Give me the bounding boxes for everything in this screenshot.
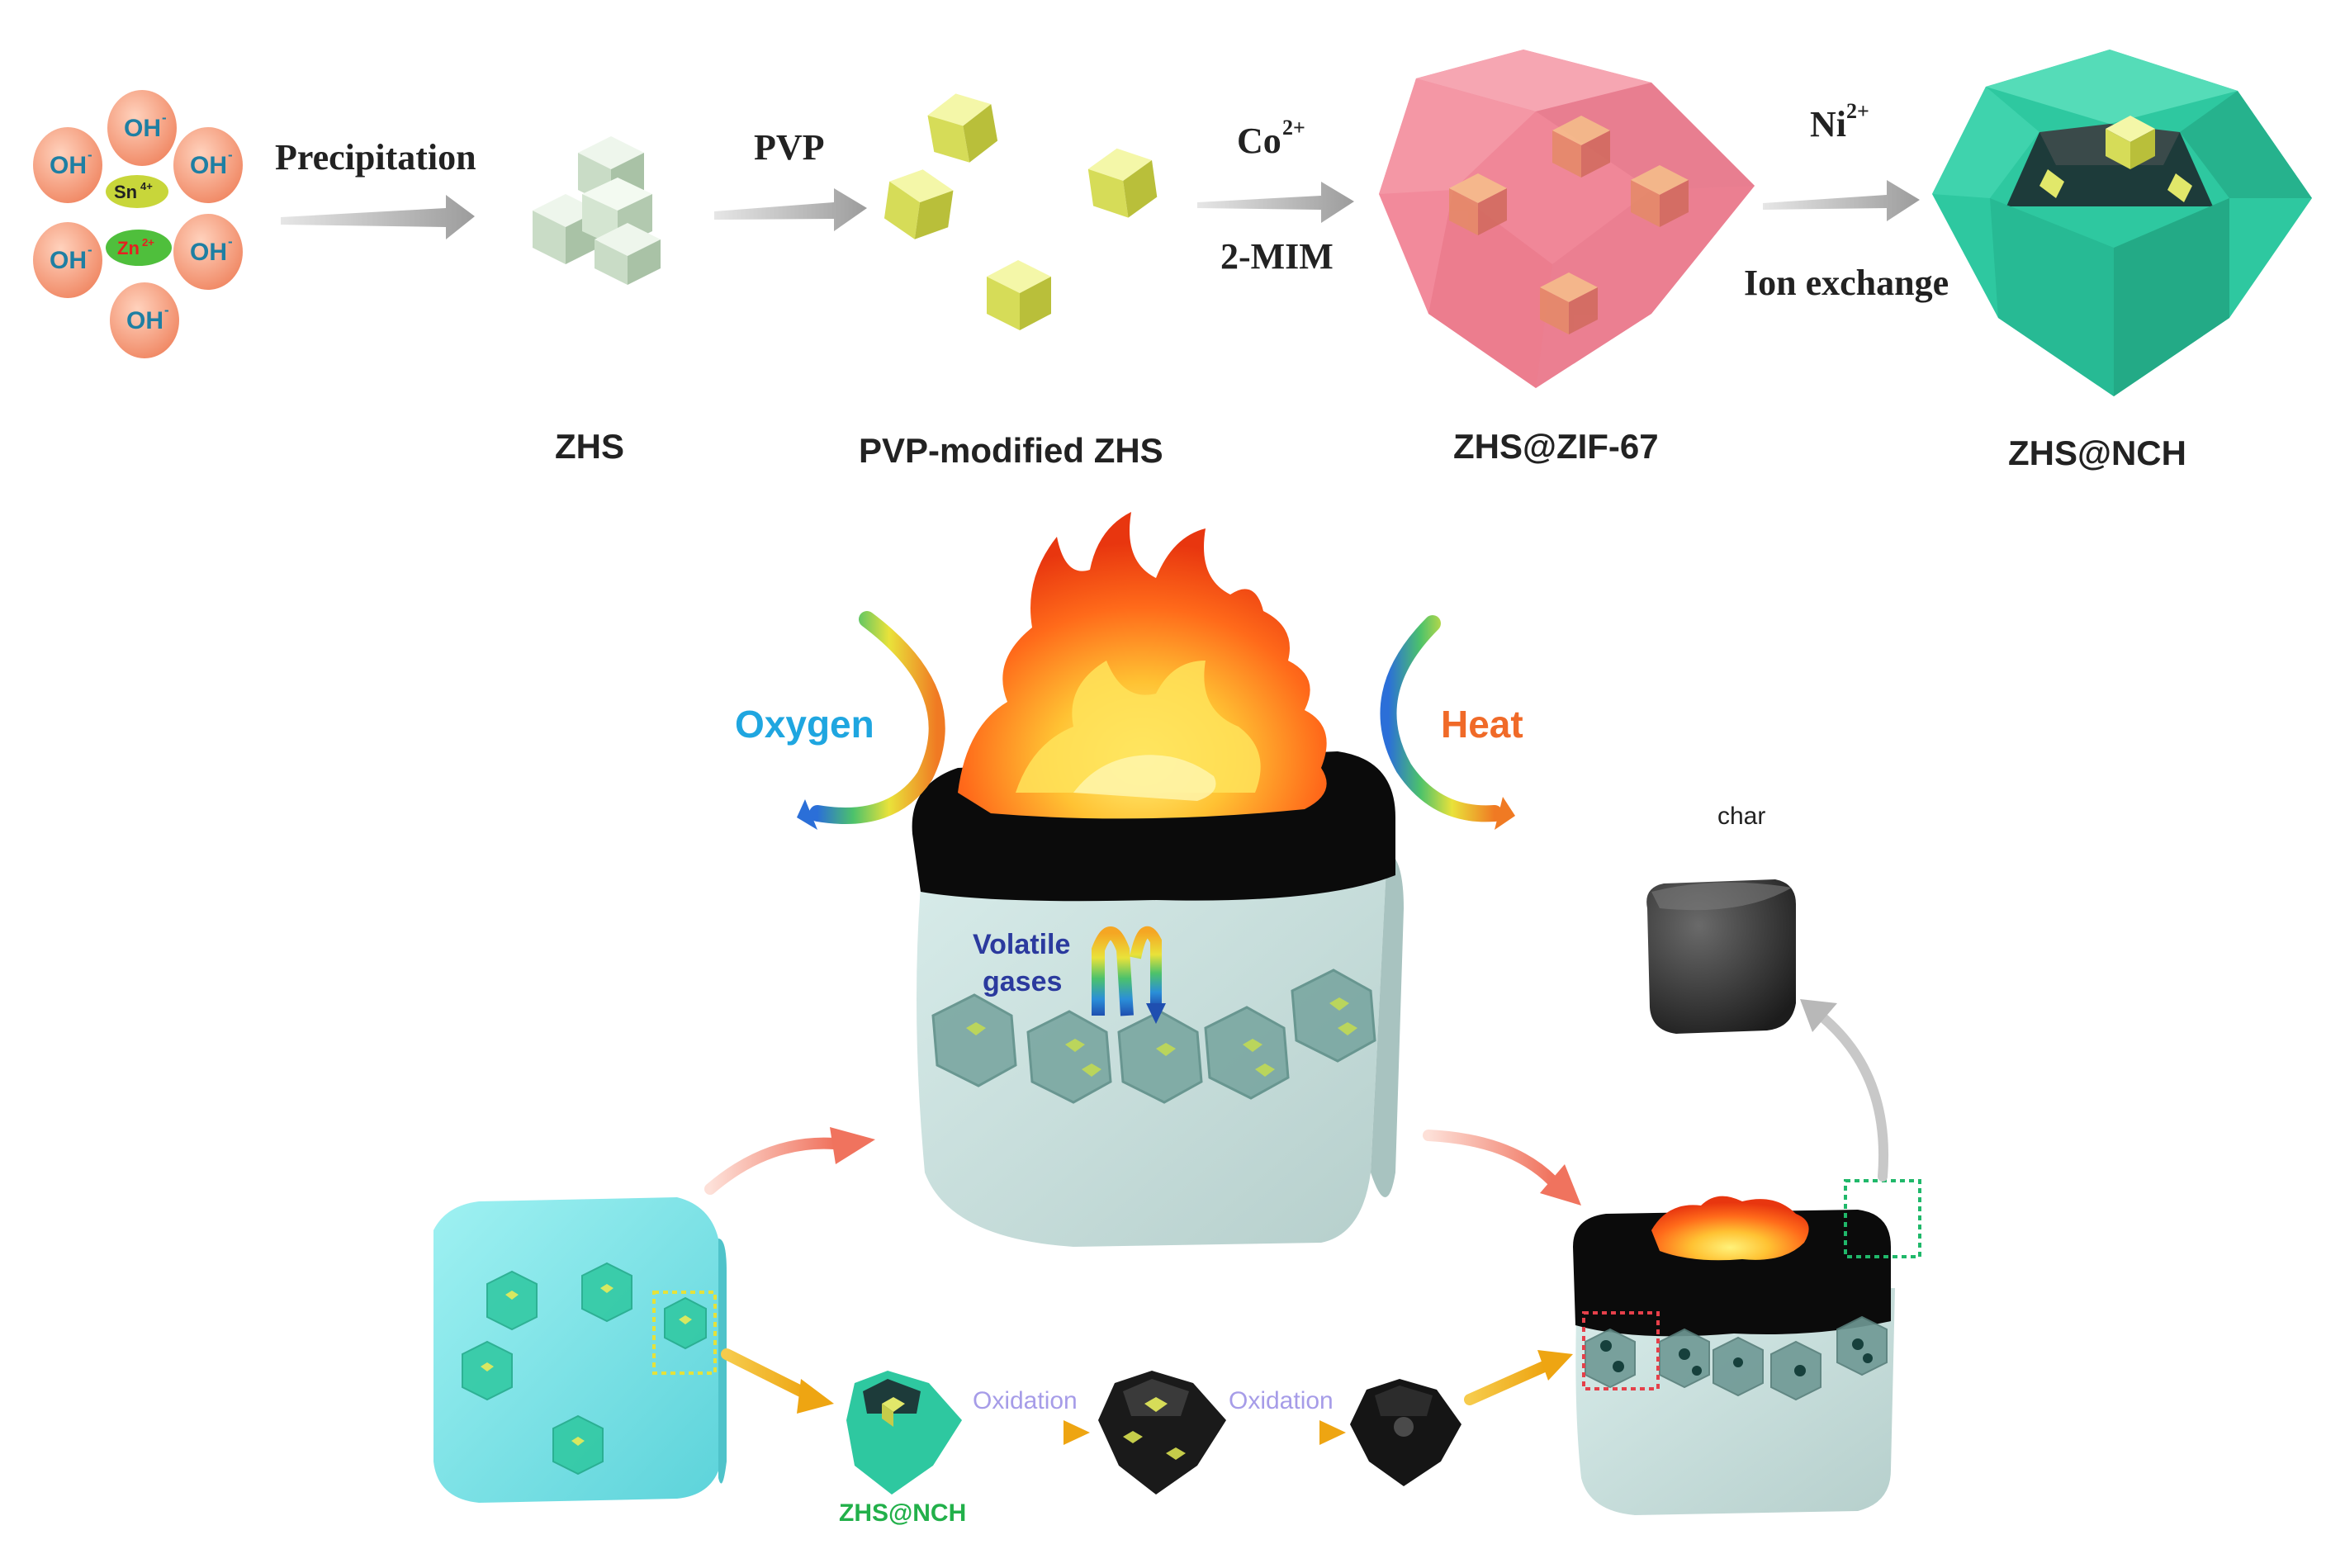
pvp-zhs-cubes bbox=[884, 93, 1158, 330]
nch-small-polyhedron: ZHS@NCH bbox=[839, 1371, 966, 1527]
oxygen-label: Oxygen bbox=[735, 703, 874, 746]
oxygen-arrow: Oxygen bbox=[735, 611, 945, 830]
oh-sup: - bbox=[88, 147, 92, 163]
oh-label: OH bbox=[190, 152, 227, 179]
heat-label: Heat bbox=[1441, 703, 1523, 746]
arrow-to-char bbox=[1800, 999, 1889, 1182]
oh-ion-4: OH - bbox=[33, 222, 102, 298]
oxidized-polyhedron-2 bbox=[1350, 1379, 1461, 1486]
zif67-label: ZHS@ZIF-67 bbox=[1453, 427, 1659, 466]
arrow-co-mim: Co 2+ 2-MIM bbox=[1197, 116, 1354, 277]
oxidized-polyhedron-1 bbox=[1098, 1371, 1226, 1495]
arrow-ion-exchange: Ni 2+ Ion exchange bbox=[1744, 99, 1949, 303]
oh-sup: - bbox=[228, 147, 233, 163]
sn-ion: Sn 4+ bbox=[106, 175, 168, 208]
oh-label: OH bbox=[126, 307, 163, 334]
oh-label: OH bbox=[190, 239, 227, 266]
heat-arrow: Heat bbox=[1380, 615, 1523, 830]
volatile-gases-arrow: Volatile gases bbox=[973, 926, 1166, 1024]
zn-label: Zn bbox=[117, 238, 140, 258]
sn-sup: 4+ bbox=[140, 180, 153, 192]
oh-ion-1: OH - bbox=[107, 90, 177, 166]
ion-exchange-label: Ion exchange bbox=[1744, 263, 1949, 303]
arrow-oxidation-2: Oxidation bbox=[1229, 1387, 1346, 1445]
oh-ion-6: OH - bbox=[110, 282, 179, 358]
gases-label: gases bbox=[983, 966, 1062, 997]
precipitation-label: Precipitation bbox=[275, 137, 476, 178]
oh-sup: - bbox=[88, 242, 92, 258]
zn-sup: 2+ bbox=[142, 236, 154, 249]
nch-polyhedron bbox=[1932, 50, 2312, 396]
curved-arrow-to-charred bbox=[1423, 1130, 1581, 1206]
co-label: Co bbox=[1237, 121, 1281, 161]
char-cube: char bbox=[1646, 803, 1796, 1034]
co-sup: 2+ bbox=[1282, 116, 1305, 140]
arrow-oxidation-1: Oxidation bbox=[973, 1387, 1090, 1445]
oh-ion-3: OH - bbox=[173, 127, 243, 203]
arrow-to-nch-small bbox=[721, 1348, 834, 1414]
oh-ion-5: OH - bbox=[173, 214, 243, 290]
zif67-polyhedron bbox=[1379, 50, 1755, 388]
nch-label: ZHS@NCH bbox=[2008, 433, 2186, 472]
oh-sup: - bbox=[164, 302, 169, 318]
arrow-precipitation: Precipitation bbox=[275, 137, 476, 239]
oh-label: OH bbox=[124, 115, 161, 142]
pvp-modified-zhs-label: PVP-modified ZHS bbox=[859, 431, 1163, 470]
zhs-cube-cluster bbox=[533, 136, 661, 285]
zhs-label: ZHS bbox=[555, 427, 624, 466]
curved-arrow-to-burning bbox=[704, 1127, 875, 1195]
charred-polymer-block bbox=[1573, 1179, 1921, 1515]
composite-cube bbox=[433, 1197, 727, 1503]
ni-label: Ni bbox=[1810, 104, 1846, 144]
volatile-label: Volatile bbox=[973, 929, 1070, 960]
oh-sup: - bbox=[228, 234, 233, 249]
oh-sup: - bbox=[162, 110, 167, 126]
ni-sup: 2+ bbox=[1846, 99, 1869, 123]
small-flame-icon bbox=[1651, 1196, 1809, 1261]
oh-label: OH bbox=[50, 152, 87, 179]
arrow-pvp: PVP bbox=[714, 127, 867, 231]
pvp-label: PVP bbox=[754, 127, 825, 168]
flame-icon bbox=[958, 512, 1327, 819]
zn-ion: Zn 2+ bbox=[106, 230, 172, 266]
oh-label: OH bbox=[50, 247, 87, 274]
nch-small-label: ZHS@NCH bbox=[839, 1499, 966, 1527]
oxidation-label-2: Oxidation bbox=[1229, 1387, 1334, 1414]
ion-cluster: OH - OH - OH - OH - OH - OH - bbox=[33, 90, 243, 358]
oxidation-label-1: Oxidation bbox=[973, 1387, 1078, 1414]
arrow-to-charred-block bbox=[1464, 1350, 1573, 1405]
sn-label: Sn bbox=[114, 182, 137, 202]
oh-ion-2: OH - bbox=[33, 127, 102, 203]
char-label: char bbox=[1717, 803, 1765, 830]
mim-label: 2-MIM bbox=[1220, 236, 1334, 277]
